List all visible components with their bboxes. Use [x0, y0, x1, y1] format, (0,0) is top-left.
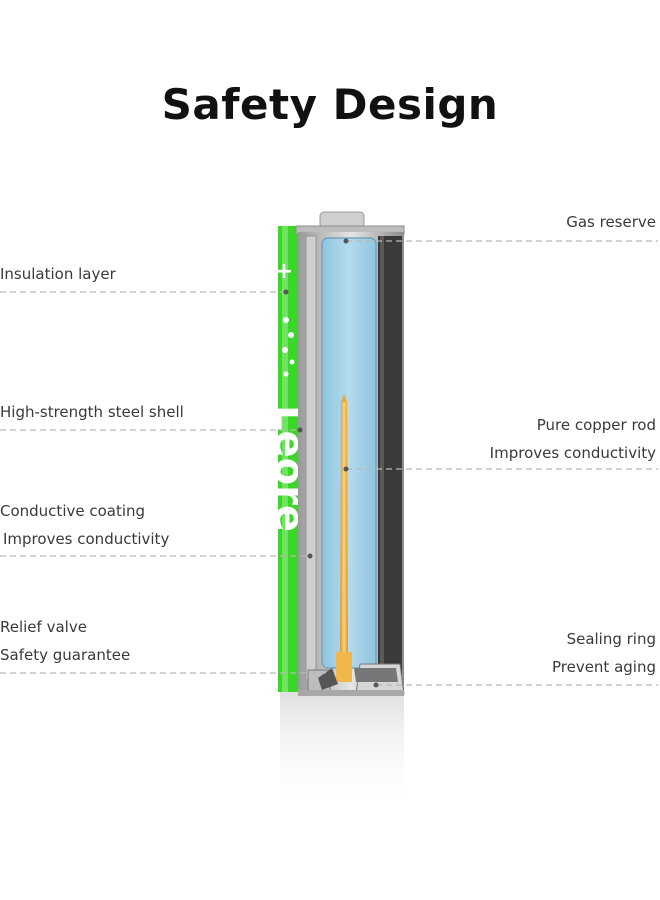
- label-sealing-ring: Sealing ring: [566, 630, 656, 648]
- leader-lines: [0, 240, 658, 686]
- leader-dots: [283, 238, 379, 688]
- label-gas-reserve: Gas reserve: [566, 213, 656, 231]
- copper-rod: [340, 402, 348, 660]
- dot-pattern-icon: [283, 317, 289, 323]
- plus-sign: +: [275, 259, 293, 284]
- label-insulation-layer: Insulation layer: [0, 265, 116, 283]
- battery-reflection: [280, 692, 404, 812]
- page-title: Safety Design: [161, 80, 499, 129]
- label-conductive-coating: Conductive coating: [0, 502, 146, 520]
- label-relief-desc: Safety guarantee: [0, 646, 131, 664]
- label-relief-valve: Relief valve: [0, 618, 87, 636]
- label-steel-shell: High-strength steel shell: [0, 403, 184, 421]
- label-coating-desc: Improves conductivity: [3, 530, 170, 548]
- label-sealing-desc: Prevent aging: [551, 658, 656, 676]
- label-copper-rod: Pure copper rod: [536, 416, 656, 434]
- label-copper-rod-desc: Improves conductivity: [489, 444, 656, 462]
- electrolyte-chamber: [321, 237, 377, 669]
